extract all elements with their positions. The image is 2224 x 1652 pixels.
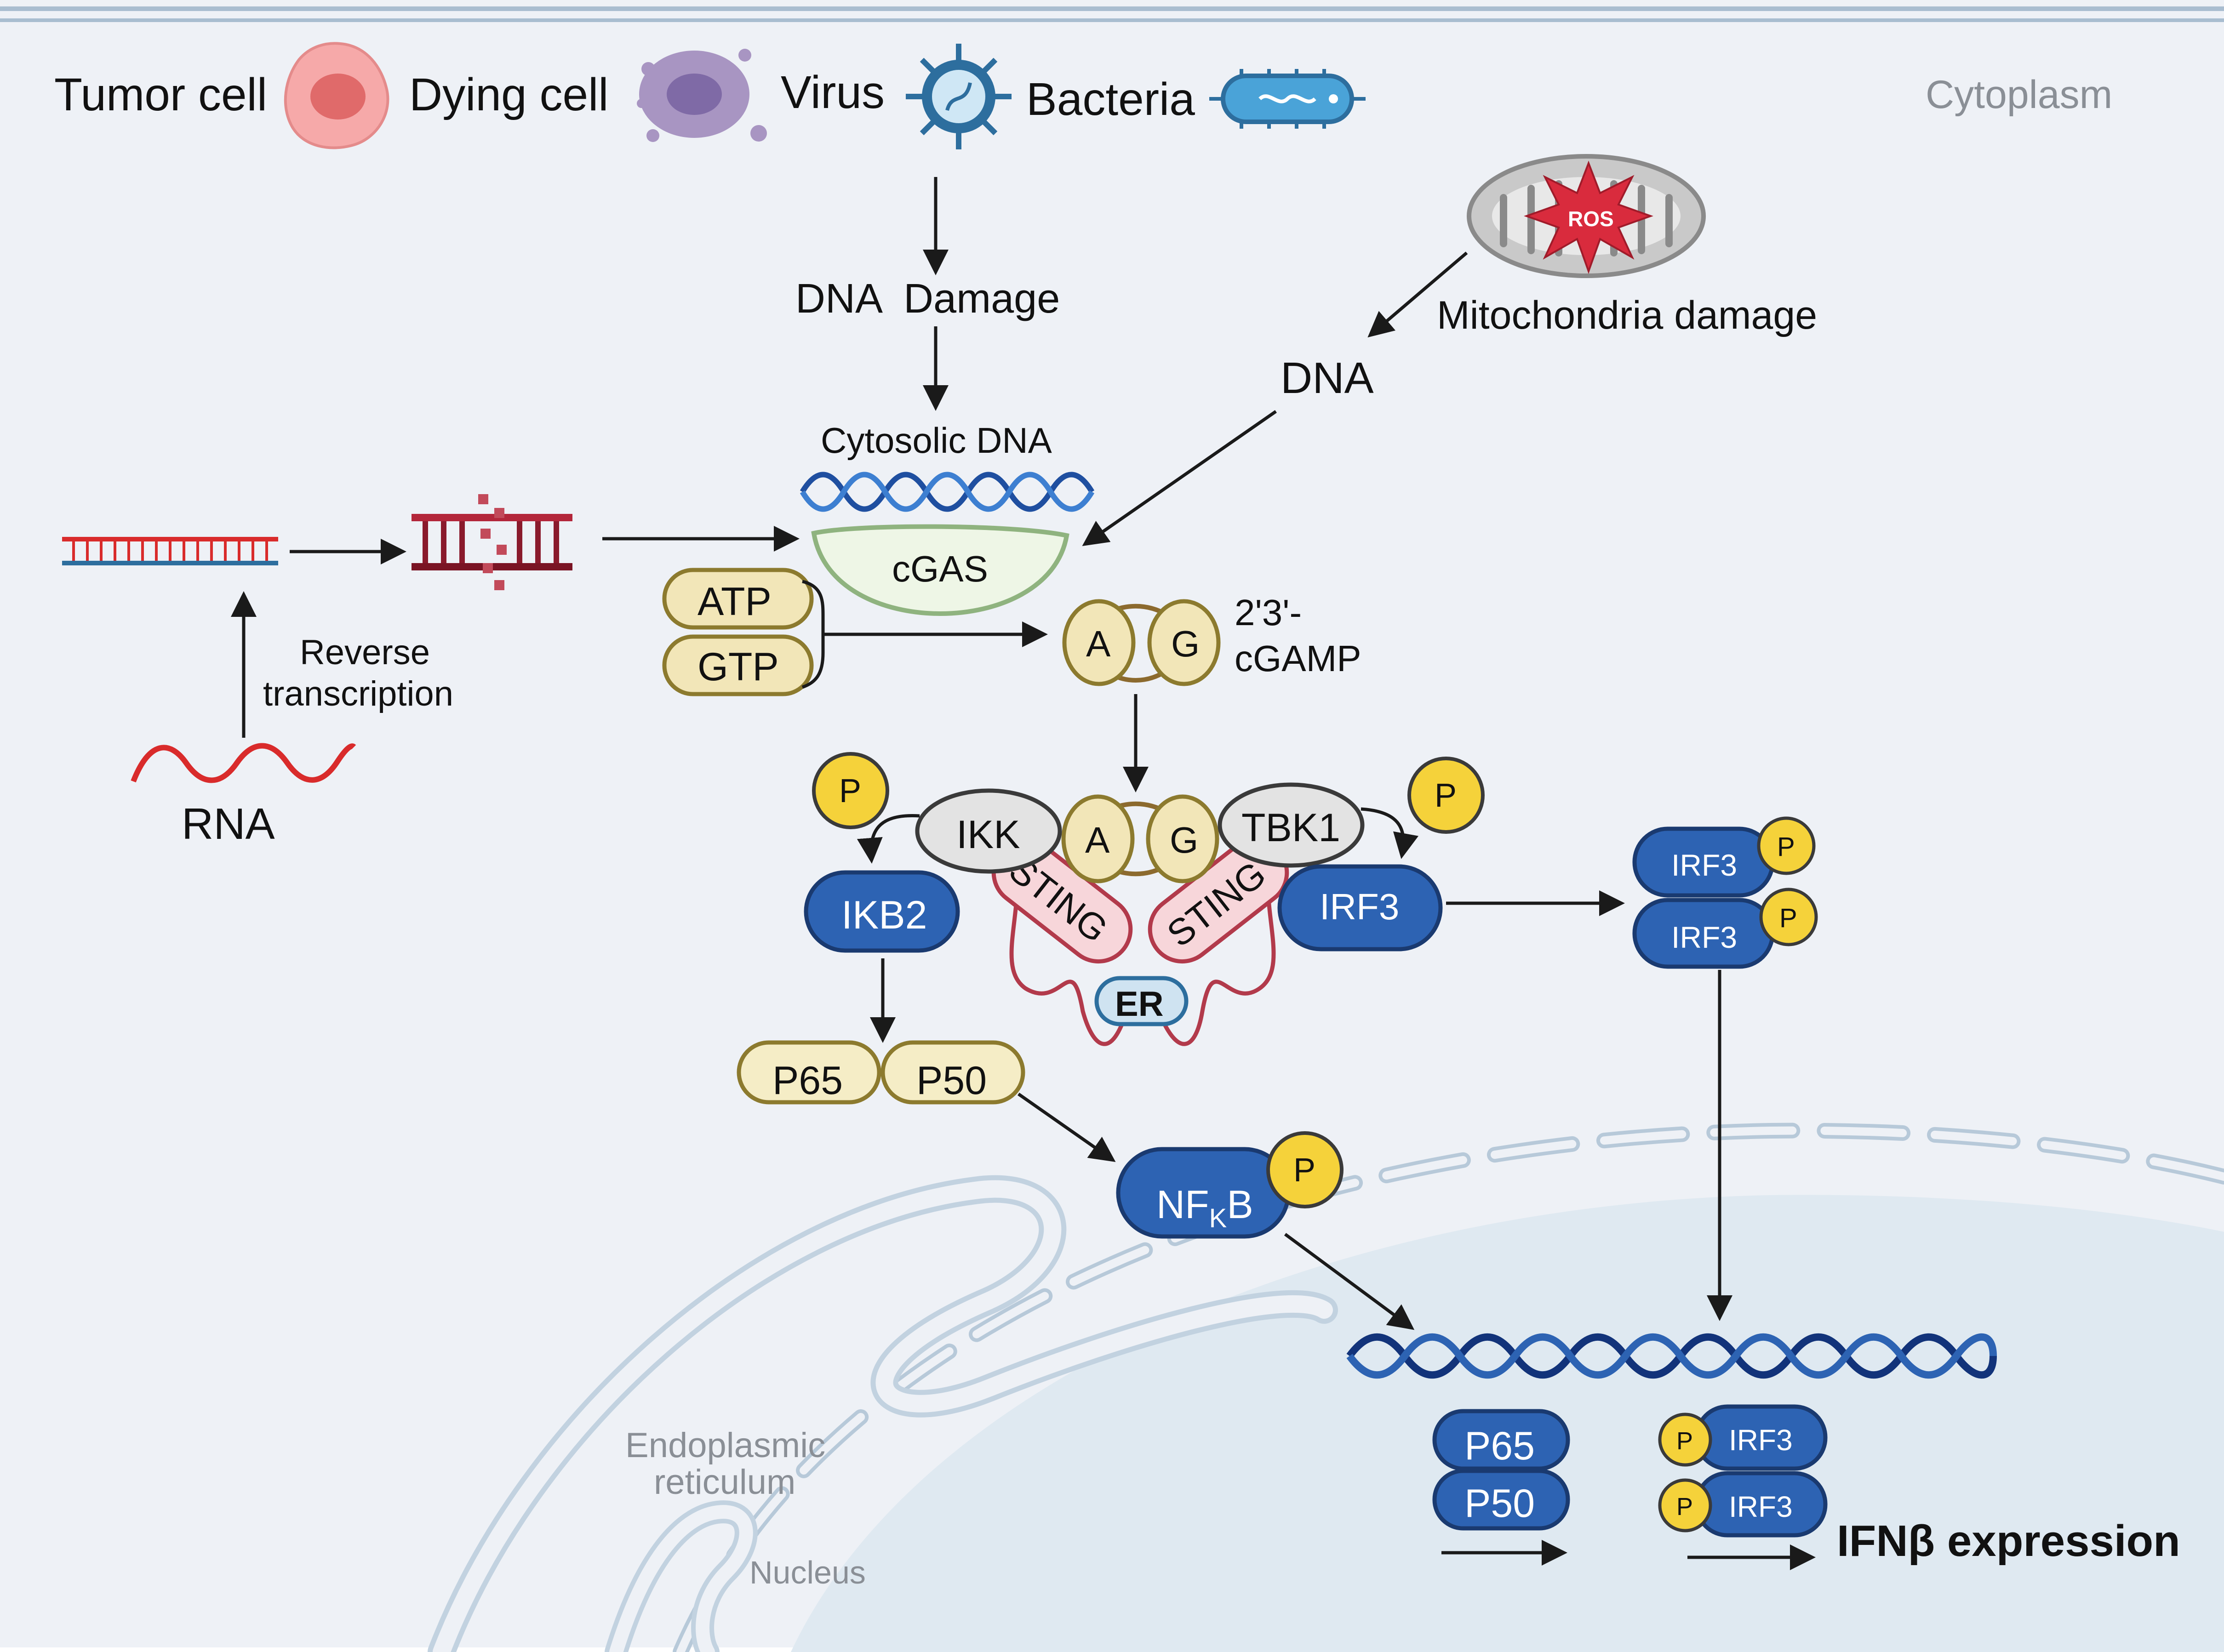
irf3-label: IRF3 (1320, 886, 1399, 927)
irf3-dimer-cyto: IRF3 IRF3 P P (1632, 816, 1818, 969)
gtp-node: GTP (662, 634, 814, 696)
legend-tumor-cell-label: Tumor cell (54, 69, 267, 120)
arrow-p50-to-nfkb (1017, 1093, 1116, 1162)
damaged-dsdna-icon (412, 494, 572, 590)
bound-g-label: G (1170, 820, 1198, 860)
tbk1-node: TBK1 (1218, 782, 1365, 868)
atp-label: ATP (698, 580, 772, 624)
nfkb-label: NFKB (1156, 1183, 1253, 1233)
nuclear-dna-helix-icon (1346, 1333, 1997, 1379)
cgamp-g-label: G (1171, 623, 1200, 664)
phospho-ikb2: P (812, 752, 889, 829)
cgamp-bound: A G (1061, 794, 1219, 883)
membrane-line-inner (0, 18, 2224, 22)
arrow-nfkb-to-dna (1284, 1233, 1415, 1330)
ikb2-label: IKB2 (841, 893, 927, 937)
cytosolic-dna-label: Cytosolic DNA (821, 420, 1052, 461)
arrow-mito-to-dna (1367, 251, 1468, 338)
ros-label: ROS (1568, 207, 1614, 231)
dna-helix-icon (800, 472, 1095, 512)
legend-virus-label: Virus (781, 67, 885, 118)
p50-cyto-label: P50 (916, 1059, 987, 1103)
mitochondria-damage-label: Mitochondria damage (1437, 293, 1817, 337)
er-region-label-line2: reticulum (654, 1463, 795, 1502)
atp-node: ATP (662, 568, 814, 630)
gtp-label: GTP (698, 645, 779, 689)
irf3-dimer-nuclear: IRF3 IRF3 P P (1658, 1404, 1828, 1538)
tbk1-label: TBK1 (1241, 806, 1340, 850)
er-region-label-line1: Endoplasmic (625, 1426, 825, 1465)
p-label-dimer-top: P (1777, 832, 1795, 862)
ikk-node: IKK (915, 788, 1062, 874)
p65-cyto-node: P65 (737, 1040, 881, 1105)
mitochondria-icon: ROS (1467, 154, 1706, 278)
virus-icon (906, 44, 1012, 149)
irf3-dimer-top-label: IRF3 (1671, 848, 1737, 882)
cgamp-label-line2: cGAMP (1235, 638, 1361, 679)
legend-dying-cell-label: Dying cell (409, 69, 609, 120)
cgamp-molecule: A G (1062, 599, 1221, 686)
ifnb-expression-label: IFNβ expression (1837, 1516, 2180, 1566)
nucleus-label: Nucleus (749, 1555, 866, 1590)
dna-label: DNA (1281, 353, 1374, 403)
p-label-dimer-bottom: P (1779, 903, 1797, 933)
phospho-nfkb: P (1266, 1131, 1344, 1208)
cgamp-label-line1: 2'3'- (1235, 592, 1302, 633)
cgas-enzyme: cGAS (811, 524, 1069, 616)
p-label-ikb2: P (839, 773, 861, 809)
reverse-transcription-label-line1: Reverse (300, 633, 430, 672)
p65-cyto-label: P65 (772, 1059, 843, 1103)
p-label-nfkb: P (1293, 1152, 1315, 1189)
dying-cell-icon (637, 49, 767, 142)
phospho-irf3: P (1407, 757, 1485, 834)
dna-damage-label: DNA Damage (795, 276, 1060, 322)
arrow-tbk1-to-irf3 (1361, 807, 1419, 859)
p-label-nuclear-bottom: P (1676, 1493, 1693, 1521)
endoplasmic-reticulum (428, 1175, 1338, 1652)
bound-a-label: A (1085, 820, 1110, 860)
nfkb-node: NFKB (1116, 1147, 1291, 1239)
arrow-dna-to-cgas (1082, 410, 1277, 546)
bacteria-icon (1209, 69, 1366, 129)
membrane-line-outer (0, 6, 2224, 11)
irf3-nuclear-bottom-label: IRF3 (1729, 1490, 1793, 1523)
p50-nuclear-label: P50 (1464, 1481, 1535, 1526)
ros-burst (1524, 160, 1653, 274)
p65-nuclear-node: P65 P50 (1432, 1409, 1570, 1531)
cgamp-a-label: A (1086, 623, 1111, 664)
cgas-label: cGAS (892, 548, 988, 589)
rna-label: RNA (182, 799, 275, 849)
ikb2-node: IKB2 (804, 870, 960, 953)
arrow-ikk-to-ikb2 (857, 814, 920, 864)
er-label: ER (1115, 985, 1164, 1024)
ikk-label: IKK (956, 813, 1020, 857)
irf3-dimer-bottom-label: IRF3 (1671, 920, 1737, 954)
cytoplasm-label: Cytoplasm (1926, 73, 2112, 117)
p-label-nuclear-top: P (1676, 1427, 1693, 1455)
reverse-transcription-label-line2: transcription (263, 674, 453, 713)
p65-nuclear-label: P65 (1464, 1424, 1535, 1468)
tumor-cell-icon (284, 42, 389, 149)
irf3-node: IRF3 (1277, 864, 1443, 951)
legend-bacteria-label: Bacteria (1026, 74, 1195, 125)
p50-cyto-node: P50 (880, 1040, 1025, 1105)
irf3-nuclear-top-label: IRF3 (1729, 1424, 1793, 1457)
dna-rna-hybrid-icon (62, 537, 278, 565)
p-label-irf3: P (1435, 777, 1457, 814)
rna-wave-icon (131, 743, 356, 783)
er-badge: ER (1094, 976, 1189, 1026)
